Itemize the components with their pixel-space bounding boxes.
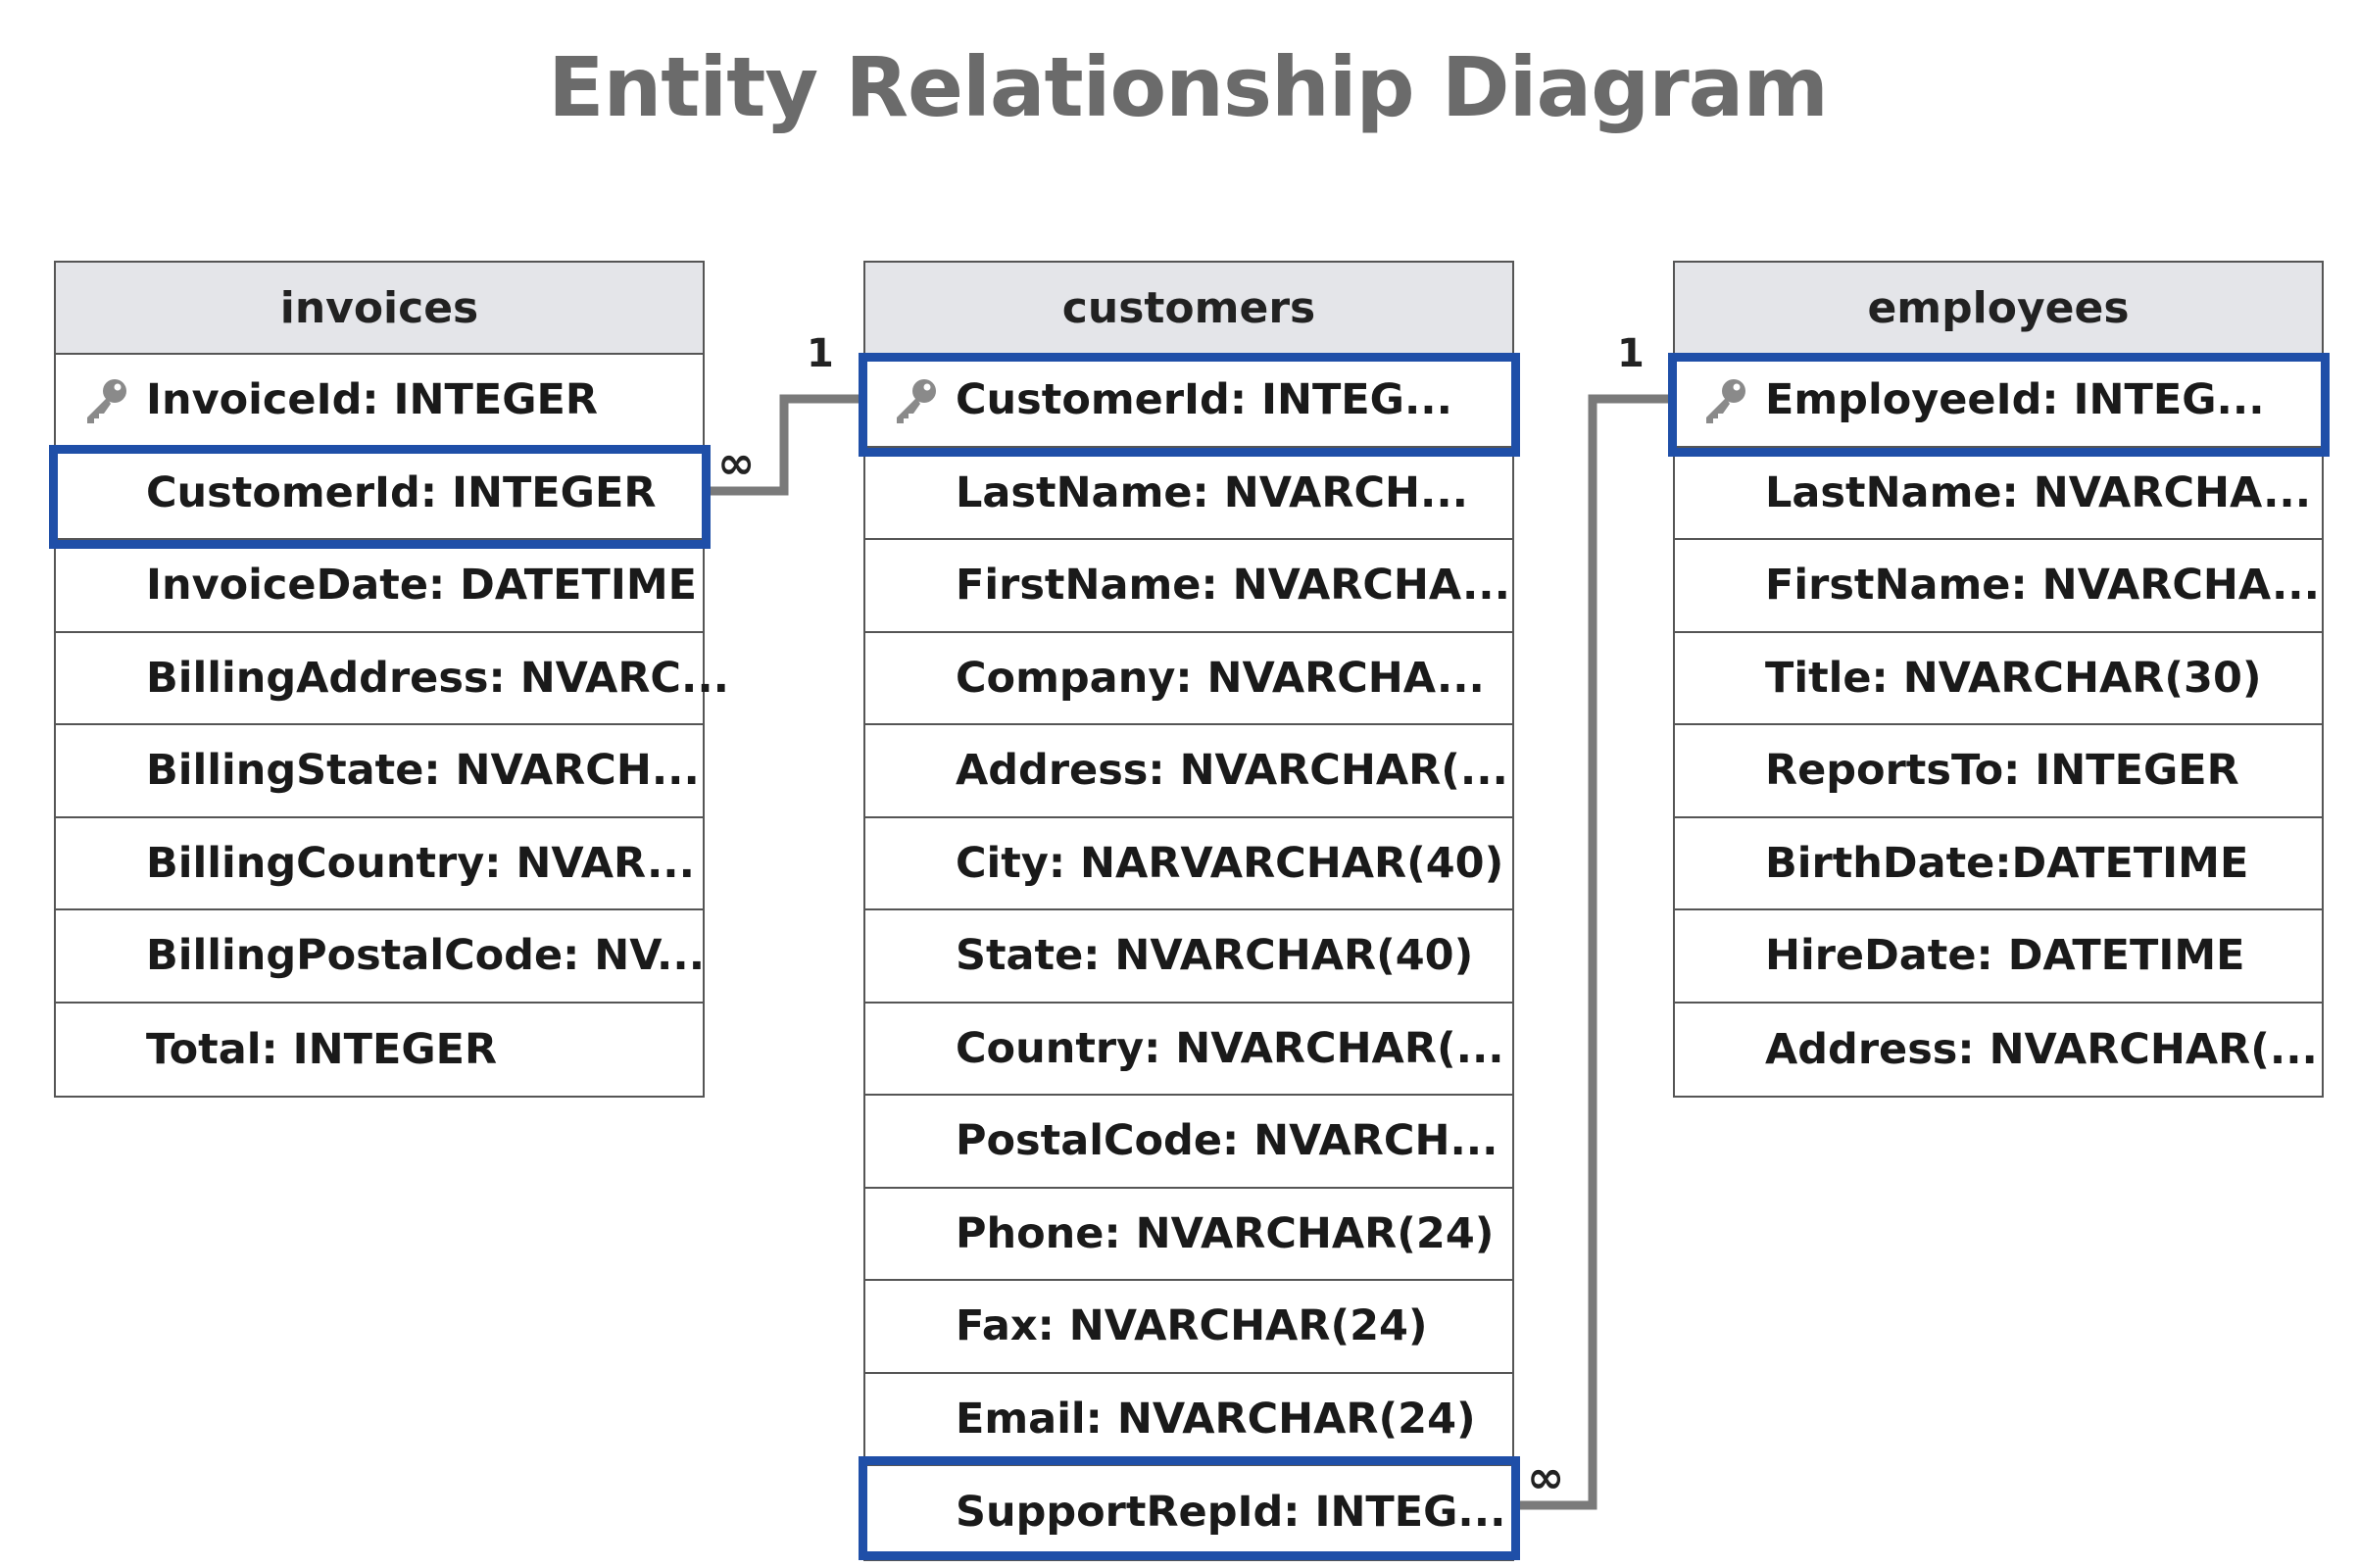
table-header-employees: employees [1675,263,2322,355]
table-header-customers: customers [865,263,1512,355]
table-row[interactable]: LastName: NVARCH... [865,448,1512,540]
table-row[interactable]: Company: NVARCHA... [865,633,1512,725]
table-header-invoices: invoices [56,263,703,355]
table-row[interactable]: Fax: NVARCHAR(24) [865,1281,1512,1374]
field-label: Fax: NVARCHAR(24) [956,1301,1428,1351]
table-row[interactable]: BillingAddress: NVARC... [56,633,729,725]
field-label: FirstName: NVARCHA... [1765,561,2320,611]
table-row[interactable]: City: NARVARCHAR(40) [865,818,1512,910]
table-row[interactable]: CustomerId: INTEGER [56,448,703,540]
field-label: Phone: NVARCHAR(24) [956,1208,1495,1258]
field-label: Title: NVARCHAR(30) [1765,653,2262,703]
table-row[interactable]: Address: NVARCHAR(... [1675,1004,2322,1097]
field-label: SupportRepId: INTEG... [956,1488,1506,1538]
field-label: Company: NVARCHA... [956,653,1485,703]
field-label: City: NARVARCHAR(40) [956,838,1504,888]
table-row[interactable]: BillingCountry: NVAR... [56,818,703,910]
table-row[interactable]: Address: NVARCHAR(... [865,725,1512,818]
field-label: LastName: NVARCHA... [1765,467,2312,517]
field-label: BillingState: NVARCH... [146,746,700,796]
field-label: CustomerId: INTEG... [956,375,1452,425]
field-label: BirthDate:DATETIME [1765,838,2249,888]
connector-customers-employees [1514,394,1673,1510]
table-row[interactable]: Total: INTEGER [56,1004,703,1097]
table-row[interactable]: EmployeeId: INTEG... [1675,355,2322,448]
table-row[interactable]: BillingPostalCode: NV... [56,910,706,1004]
table-row[interactable]: FirstName: NVARCHA... [1675,540,2322,633]
field-label: BillingPostalCode: NV... [146,931,706,981]
table-row[interactable]: BillingState: NVARCH... [56,725,703,818]
field-label: BillingCountry: NVAR... [146,838,695,888]
field-label: ReportsTo: INTEGER [1765,746,2239,796]
table-row[interactable]: CustomerId: INTEG... [865,355,1512,448]
field-label: Address: NVARCHAR(... [1765,1024,2318,1074]
field-label: InvoiceDate: DATETIME [146,561,698,611]
field-label: BillingAddress: NVARC... [146,653,729,703]
table-row[interactable]: InvoiceId: INTEGER [56,355,703,448]
table-row[interactable]: ReportsTo: INTEGER [1675,725,2322,818]
table-row[interactable]: PostalCode: NVARCH... [865,1096,1512,1189]
table-row[interactable]: InvoiceDate: DATETIME [56,540,703,633]
field-label: EmployeeId: INTEG... [1765,375,2265,425]
page-title: Entity Relationship Diagram [548,39,1829,135]
key-icon [1706,379,1745,423]
key-icon [897,379,936,423]
cardinality-many-invoices: ∞ [717,436,756,489]
field-label: LastName: NVARCH... [956,467,1468,517]
cardinality-one-customers: 1 [807,331,834,376]
field-label: HireDate: DATETIME [1765,931,2245,981]
table-employees[interactable]: employees EmployeeId: INTEG... LastName:… [1673,261,2324,1098]
table-customers[interactable]: customers CustomerId: INTEG... LastName:… [863,261,1514,1561]
field-label: State: NVARCHAR(40) [956,931,1474,981]
field-label: Address: NVARCHAR(... [956,746,1508,796]
table-row[interactable]: Phone: NVARCHAR(24) [865,1189,1512,1281]
key-icon [87,379,126,423]
table-invoices[interactable]: invoices InvoiceId: INTEGER CustomerId: … [54,261,729,1098]
table-row[interactable]: SupportRepId: INTEG... [865,1466,1512,1559]
field-label: Total: INTEGER [146,1024,498,1074]
field-label: Email: NVARCHAR(24) [956,1394,1476,1444]
table-row[interactable]: Title: NVARCHAR(30) [1675,633,2322,725]
cardinality-one-employees: 1 [1617,331,1645,376]
table-row[interactable]: State: NVARCHAR(40) [865,910,1512,1004]
table-row[interactable]: Email: NVARCHAR(24) [865,1374,1512,1466]
field-label: InvoiceId: INTEGER [146,375,598,425]
table-row[interactable]: HireDate: DATETIME [1675,910,2322,1004]
field-label: Country: NVARCHAR(... [956,1023,1504,1073]
field-label: PostalCode: NVARCH... [956,1116,1498,1166]
table-row[interactable]: BirthDate:DATETIME [1675,818,2322,910]
table-row[interactable]: LastName: NVARCHA... [1675,448,2322,540]
field-label: CustomerId: INTEGER [146,467,657,517]
table-row[interactable]: Country: NVARCHAR(... [865,1004,1512,1096]
field-label: FirstName: NVARCHA... [956,561,1510,611]
cardinality-many-customers: ∞ [1527,1450,1565,1503]
table-row[interactable]: FirstName: NVARCHA... [865,540,1512,633]
